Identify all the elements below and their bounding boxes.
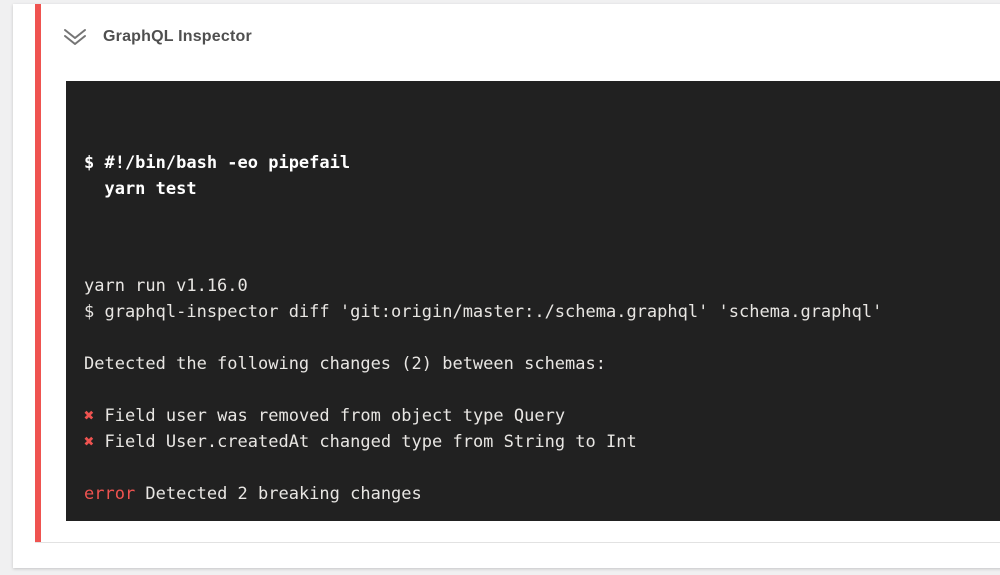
terminal-line: Detected the following changes (2) betwe… bbox=[84, 351, 1000, 377]
terminal-text: Field User.createdAt changed type from S… bbox=[94, 432, 637, 452]
step-header[interactable]: GraphQL Inspector bbox=[62, 21, 252, 53]
output-block: yarn run v1.16.0 $ graphql-inspector diff… bbox=[84, 273, 1000, 521]
terminal-line bbox=[84, 455, 1000, 481]
terminal-line: ✖ Field User.createdAt changed type from… bbox=[84, 429, 1000, 455]
command-block: $ #!/bin/bash -eo pipefail yarn test bbox=[84, 150, 1000, 202]
terminal-line bbox=[84, 377, 1000, 403]
terminal-text: Field user was removed from object type … bbox=[94, 406, 566, 426]
step-status-stripe bbox=[35, 4, 41, 542]
terminal-text-red: ✖ bbox=[84, 406, 95, 426]
terminal-output: $ #!/bin/bash -eo pipefail yarn test yar… bbox=[66, 81, 1000, 521]
terminal-text: Detected 2 breaking changes bbox=[135, 484, 422, 504]
terminal-line bbox=[84, 325, 1000, 351]
terminal-text: yarn run v1.16.0 bbox=[84, 276, 248, 296]
terminal-line: $ graphql-inspector diff 'git:origin/mas… bbox=[84, 299, 1000, 325]
terminal-text: $ graphql-inspector diff 'git:origin/mas… bbox=[84, 302, 883, 322]
step-title: GraphQL Inspector bbox=[103, 28, 252, 45]
terminal-text: Detected the following changes (2) betwe… bbox=[84, 354, 606, 374]
terminal-text-red: error bbox=[84, 484, 136, 504]
build-step-card: GraphQL Inspector $ #!/bin/bash -eo pipe… bbox=[13, 4, 1000, 568]
terminal-command-line: yarn test bbox=[84, 179, 197, 199]
terminal-line: ✖ Field user was removed from object typ… bbox=[84, 403, 1000, 429]
terminal-line bbox=[84, 507, 1000, 521]
step-bottom-divider bbox=[35, 542, 1000, 543]
terminal-text-red: ✖ bbox=[84, 432, 95, 452]
terminal-line: error Detected 2 breaking changes bbox=[84, 481, 1000, 507]
double-chevron-down-icon[interactable] bbox=[62, 26, 88, 48]
terminal-command-line: $ #!/bin/bash -eo pipefail bbox=[84, 153, 351, 173]
terminal-line: yarn run v1.16.0 bbox=[84, 273, 1000, 299]
